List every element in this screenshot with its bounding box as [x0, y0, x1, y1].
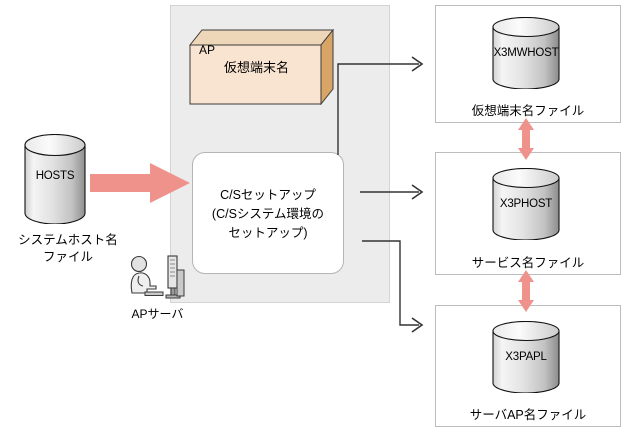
hosts-cylinder-label: HOSTS [35, 170, 75, 182]
hosts-caption-line-1: システムホスト名 [18, 233, 118, 247]
ap-server-caption: APサーバ [131, 307, 184, 321]
x3mwhost-label: X3MWHOST [493, 47, 559, 59]
file-caption-virtual-terminal: 仮想端末名ファイル [471, 104, 585, 118]
cs-setup-line-2: (C/Sシステム環境の [211, 207, 325, 221]
ap-box-tag-label: AP [199, 43, 216, 57]
cs-setup-box-text: C/Sセットアップ (C/Sシステム環境の セットアップ) [192, 186, 344, 243]
file-caption-service-name: サービス名ファイル [471, 256, 585, 270]
hosts-caption: システムホスト名 ファイル [0, 232, 136, 266]
x3phost-label: X3PHOST [499, 198, 553, 210]
cs-setup-box [192, 152, 344, 274]
ap-box-main-label: 仮想端末名 [223, 60, 289, 75]
x3papl-cylinder-icon: X3PAPL [492, 321, 560, 393]
cs-setup-line-3: セットアップ) [228, 226, 308, 240]
x3mwhost-cylinder-icon: X3MWHOST [492, 17, 560, 89]
ap-3d-box [189, 29, 334, 105]
cs-setup-line-1: C/Sセットアップ [220, 188, 316, 202]
x3phost-cylinder-icon: X3PHOST [492, 168, 560, 240]
ap-server-person-icon [125, 252, 187, 302]
hosts-caption-line-2: ファイル [42, 250, 93, 264]
hosts-cylinder-icon: HOSTS [24, 134, 86, 224]
file-caption-server-ap-name: サーバAP名ファイル [469, 408, 587, 422]
x3papl-label: X3PAPL [505, 351, 547, 363]
